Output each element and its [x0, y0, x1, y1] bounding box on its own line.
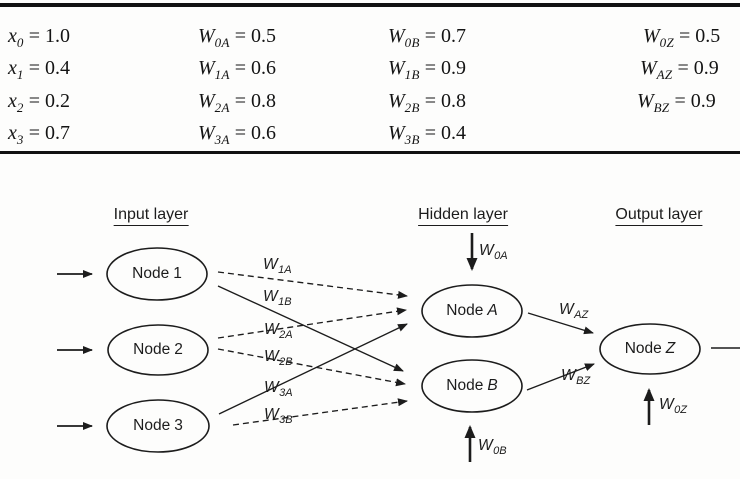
- weight-label-w1a: W1A: [263, 256, 292, 277]
- node-a-ellipse: [421, 284, 523, 338]
- table-cell-w0b: W0B= 0.7: [388, 25, 466, 50]
- weight-label-w2b: W2B: [264, 348, 293, 369]
- table-cell-x0: x0= 1.0: [8, 25, 70, 50]
- node-2-ellipse: [107, 324, 209, 376]
- table-rule-bottom: [0, 151, 740, 154]
- table-cell-waz: WAZ= 0.9: [640, 57, 719, 82]
- weight-label-waz: WAZ: [559, 301, 589, 322]
- node-3-ellipse: [106, 399, 210, 453]
- input-layer-heading: Input layer: [113, 206, 189, 226]
- edge-w3a: [218, 323, 408, 415]
- edge-w2a: [217, 307, 407, 339]
- weight-label-wbz: WBZ: [561, 367, 591, 388]
- table-cell-w2a: W2A= 0.8: [198, 90, 276, 115]
- edge-w3b: [232, 398, 408, 426]
- table-cell-x3: x3= 0.7: [8, 122, 70, 147]
- table-cell-w3a: W3A= 0.6: [198, 122, 276, 147]
- table-cell-w2b: W2B= 0.8: [388, 90, 466, 115]
- table-rule-top: [0, 3, 740, 7]
- weight-label-w0z: W0Z: [659, 396, 687, 417]
- node-ellipses: [106, 247, 701, 453]
- weight-label-w0b: W0B: [478, 437, 507, 458]
- table-cell-x1: x1= 0.4: [8, 57, 70, 82]
- table-cell-x2: x2= 0.2: [8, 90, 70, 115]
- table-cell-wbz: WBZ= 0.9: [637, 90, 716, 115]
- weight-label-w1b: W1B: [263, 288, 292, 309]
- node-b-ellipse: [421, 359, 523, 413]
- node-z-ellipse: [599, 323, 701, 375]
- weight-label-w3b: W3B: [264, 406, 293, 427]
- weight-label-w0a: W0A: [479, 242, 508, 263]
- edge-waz: [527, 312, 594, 335]
- weight-label-w3a: W3A: [264, 379, 293, 400]
- table-cell-w3b: W3B= 0.4: [388, 122, 466, 147]
- table-cell-w0a: W0A= 0.5: [198, 25, 276, 50]
- node-1-ellipse: [106, 247, 208, 301]
- edge-wbz: [526, 363, 595, 391]
- output-layer-heading: Output layer: [615, 206, 703, 226]
- edge-w1b: [217, 285, 404, 372]
- edge-w1a: [217, 271, 408, 299]
- weight-label-w2a: W2A: [264, 321, 293, 342]
- table-cell-w1b: W1B= 0.9: [388, 57, 466, 82]
- table-cell-w0z: W0Z= 0.5: [643, 25, 721, 50]
- input-arrows: [57, 270, 93, 430]
- hidden-layer-heading: Hidden layer: [418, 206, 508, 226]
- connection-edges: [217, 271, 595, 426]
- edge-w2b: [217, 348, 406, 387]
- bias-arrows: [464, 233, 655, 462]
- table-cell-w1a: W1A= 0.6: [198, 57, 276, 82]
